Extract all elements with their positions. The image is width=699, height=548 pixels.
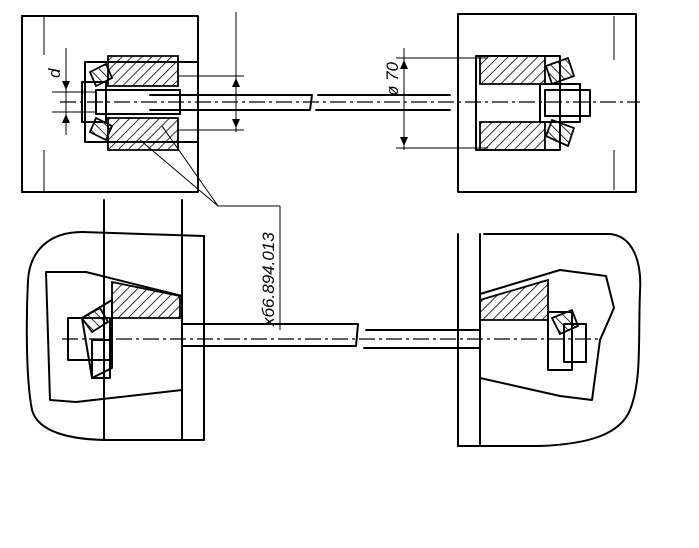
dimension-d: d [45,48,96,135]
leader-lines [139,125,281,330]
part-number-label: хб6.894.013 [259,232,278,327]
top-right-housing [457,13,637,193]
label-d: d [45,68,64,78]
dimension-left-height [178,12,244,132]
top-left-housing [21,15,199,193]
label-diameter-70: ø 70 [383,61,402,96]
top-shaft [60,94,640,111]
bottom-left-assembly [25,199,359,441]
dimension-diameter-70: ø 70 [383,48,488,150]
bottom-right-assembly [62,233,642,447]
